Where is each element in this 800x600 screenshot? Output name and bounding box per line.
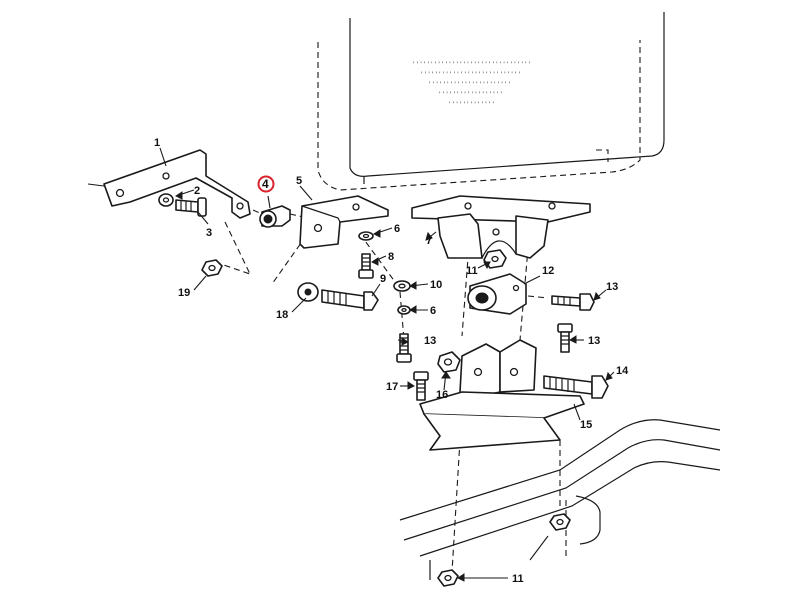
callout-2: 2 bbox=[194, 185, 200, 197]
callout-13-upper: 13 bbox=[606, 281, 618, 293]
part-15-lower-mount bbox=[419, 339, 585, 451]
part-6-lock-washer-upper bbox=[358, 231, 374, 241]
part-9-long-bolt bbox=[321, 289, 379, 311]
callout-12: 12 bbox=[542, 265, 554, 277]
callout-8: 8 bbox=[388, 251, 394, 263]
part-5-angle-bracket bbox=[299, 195, 389, 249]
callout-10: 10 bbox=[430, 279, 442, 291]
part-12-isolator bbox=[467, 273, 527, 315]
part-1-bracket bbox=[87, 149, 251, 219]
arrowheads bbox=[175, 191, 613, 582]
part-13-bolt-left bbox=[396, 333, 412, 363]
callout-1: 1 bbox=[154, 137, 160, 149]
callout-3: 3 bbox=[206, 227, 212, 239]
part-6-lock-washer-lower bbox=[397, 305, 411, 315]
callout-labels: 1 2 3 4 5 6 7 8 9 10 6 11 12 13 13 13 14… bbox=[154, 137, 629, 585]
enclosure-stamp: ''''''''''''''''''''''''''''''''' ''''''… bbox=[412, 61, 531, 108]
part-7-upper-mount bbox=[411, 195, 591, 259]
callout-11-lower: 11 bbox=[512, 573, 524, 585]
stamp-line: ''''''''''''''''''''''''''''''''' bbox=[412, 61, 531, 68]
callout-15: 15 bbox=[580, 419, 592, 431]
part-16-nut bbox=[437, 351, 461, 373]
part-13-bolt-horizontal bbox=[551, 293, 595, 311]
stamp-line: '''''''''''''''''' bbox=[438, 91, 503, 98]
part-8-bolt bbox=[358, 253, 374, 279]
callout-6-lower: 6 bbox=[430, 305, 436, 317]
part-10-washer bbox=[393, 280, 411, 292]
callout-13-right: 13 bbox=[588, 335, 600, 347]
part-14-long-bolt bbox=[543, 375, 609, 399]
callout-13-left: 13 bbox=[424, 335, 436, 347]
callout-7: 7 bbox=[426, 235, 432, 247]
enclosure-phantom bbox=[317, 12, 665, 191]
part-11-nut-lower bbox=[437, 513, 571, 587]
callout-9: 9 bbox=[380, 273, 386, 285]
callout-4: 4 bbox=[262, 177, 269, 191]
part-13-bolt-right bbox=[557, 323, 573, 353]
callout-14: 14 bbox=[616, 365, 629, 377]
part-18-washer bbox=[297, 282, 319, 302]
stamp-line: '''''''''''''''''''''''''''' bbox=[420, 71, 521, 78]
callout-11-upper: 11 bbox=[466, 265, 478, 277]
part-19-nut bbox=[201, 259, 223, 277]
callout-17: 17 bbox=[386, 381, 398, 393]
callout-19: 19 bbox=[178, 287, 190, 299]
part-4-bushing bbox=[259, 205, 291, 228]
frame-rail bbox=[399, 419, 721, 580]
part-2-washer bbox=[158, 193, 174, 207]
stamp-line: ''''''''''''''''''''''' bbox=[428, 81, 511, 88]
stamp-line: ''''''''''''' bbox=[448, 101, 495, 108]
part-17-bolt bbox=[413, 371, 429, 401]
part-3-bolt bbox=[175, 197, 207, 217]
callout-5: 5 bbox=[296, 175, 302, 187]
callout-18: 18 bbox=[276, 309, 288, 321]
highlight-ring-4 bbox=[257, 175, 275, 193]
callout-16: 16 bbox=[436, 389, 448, 401]
callout-6-upper: 6 bbox=[394, 223, 400, 235]
